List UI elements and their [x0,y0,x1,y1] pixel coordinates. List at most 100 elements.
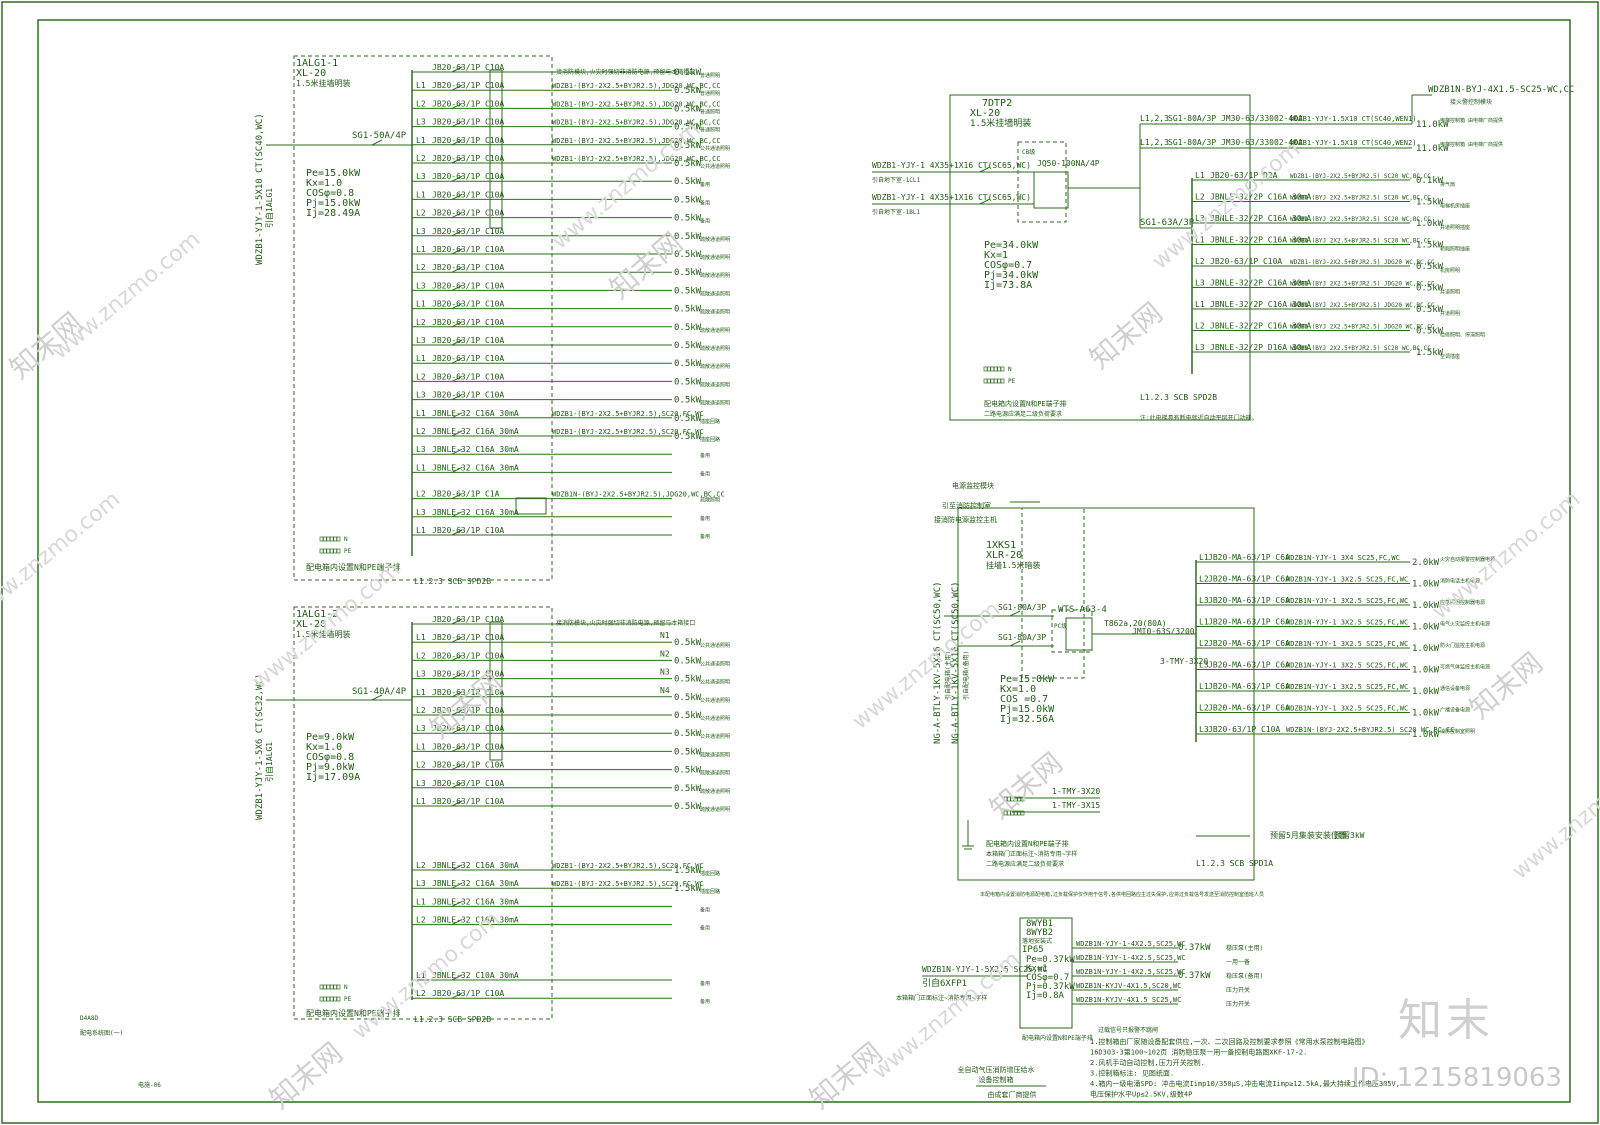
breaker-contact [451,84,463,91]
branch-cable: WDZB1-(BYJ 2X2.5+BYJR2.5) SC20 WC,BC,CC [1290,216,1431,223]
branch-breaker: JB20-63/1P C10A [432,300,504,309]
branch-use: 应急照明控制器电源 [1440,599,1485,606]
branch-cable: WDZB1N-(BYJ-2X2.5+BYJR2.5) SC20 WC,BC,CC [1286,726,1455,734]
terminal-note: 配电箱内设置N和PE端子排 [1022,1034,1093,1042]
panel-id: 8WYB2 [1026,928,1053,938]
pe-label: PE [344,548,352,555]
shunt-trip-module [489,69,503,229]
watermark-brand: 知末网 [263,1036,349,1115]
branch-cable: WDZB1N-YJY-1 3X2.5 SC25,FC,WC [1286,705,1408,713]
branch-cable: WDZB1-(BYJ-2X2.5+BYJR2.5),SC20,FC,WC [552,410,704,418]
design-note: 16D303-3第100~102页 消防稳压泵一用一备控制电路图XKF-17-2… [1090,1048,1307,1057]
breaker-contact [451,66,463,73]
pe-terminal [323,996,327,1002]
pump-cable: WDZB1N-KYJV-4X1.5,SC20,WC [1076,982,1181,990]
branch-power: 0.5kW [674,711,702,721]
branch-breaker: JB20-63/1P C10A [432,372,504,381]
cos-value: COSφ=0.8 [306,188,354,199]
watermark-site: www.znzmo.com [248,557,405,695]
branch-power: 0.5kW [674,341,702,351]
pump-use: 稳压泵(备用) [1226,972,1263,980]
phase-label: L1 [1199,618,1209,627]
kx-value: Kx=1.0 [306,178,342,189]
branch-cable: WDZB1N-YJY-1 3X2.5 SC25,FC,WC [1286,576,1408,584]
branch-breaker: JB20-63/1P C10A [432,172,504,181]
branch-use: 排气扇 [1440,181,1455,188]
incoming-cable-1: WDZB1-YJY-1 4X35+1X16 CT(SC65,WC) [872,161,1031,170]
phase-label: L3 [416,445,426,454]
pe-value: Pe=0.37kW [1026,955,1075,965]
branch-use: 公共通道照明 [700,163,730,170]
phase-label: L1 [416,688,426,697]
branch-breaker: JB20-63/1P C10A [432,209,504,218]
branch-use: 公共通道照明 [700,733,730,740]
breaker-contact [451,284,463,291]
breaker-contact [1009,610,1021,617]
branch-use: 普通照明 [700,108,720,115]
branch-power: 1.0kW [1412,580,1440,590]
n-terminal [333,984,337,990]
watermark-site: www.znzmo.com [0,487,125,625]
branch-cable: WDZB1N-YJY-1 3X2.5 SC25,FC,WC [1286,619,1408,627]
branch-cable: WDZB1N-YJY-1 3X4 SC25,FC,WC [1286,554,1400,562]
branch-breaker: JB20-63/1P C10A [1208,725,1280,734]
branch-breaker: JB20-63/1P C10A [432,706,504,715]
pj-value: Pj=15.0kW [1000,704,1055,715]
ats-class: PC级 [1054,622,1067,630]
kx-value: Kx=1 [984,250,1008,261]
pe-terminal [1003,810,1008,816]
watermark-brand: 知末网 [983,746,1069,825]
neutral-label: N1 [660,631,670,640]
branch-power: 0.5kW [674,268,702,278]
branch-use: 公共通道照明 [700,145,730,152]
kx-value: Kx=1 [1026,964,1048,974]
breaker-contact [451,654,463,661]
branch-breaker: JB20-63/1P C10A [432,526,504,535]
branch-breaker: JBNLE-32/2P D16A 30mA [1210,343,1311,352]
breaker-contact [451,303,463,310]
phase-label: L3 [416,118,426,127]
branch-use: 可燃气体监控主机电源 [1440,664,1490,671]
breaker-contact [451,466,463,473]
neutral-label: N2 [660,649,670,658]
branch-use: 备用 [700,980,710,987]
pe-terminal [1013,810,1018,816]
phase-label: L1 [416,633,426,642]
breaker-contact [451,511,463,518]
branch-power: 0.5kW [674,802,702,812]
main-breaker: SG1-40A/4P [352,687,407,697]
pe-terminal [997,378,1001,384]
panel-model: XL-20 [296,68,326,79]
branch-breaker: JBNLE-32 C16A 30mA [432,409,519,418]
branch-use: 插座回路 [700,436,720,443]
pe-terminal [323,548,327,554]
incoming-cable: WDZB1-YJY-1-5X10 CT(SC40,WC) [255,113,265,265]
breaker-contact [451,974,463,981]
ij-value: Ij=73.8A [984,280,1032,291]
phase-label: L2 [416,372,426,381]
branch-power: 0.5kW [1416,284,1444,294]
pj-value: Pj=0.37kW [1026,982,1075,992]
branch-breaker: JBNLE-32/2P C16A 30mA [1210,214,1311,223]
pe-terminal [990,378,995,384]
pump-use: 压力开关 [1226,986,1250,994]
branch-cable: WDZB1N-(BYJ-2X2.5+BYJR2.5),JDG20,WC,BC,C… [552,491,725,499]
branch-power: 0.5kW [674,86,702,96]
breaker-contact [979,166,991,173]
main-breaker: SG1-50A/4P [352,131,407,141]
branch-use: 机房照明 [1440,267,1460,274]
branch-use: 疏散通道照明 [700,363,730,370]
branch-breaker: JBNLE-32/2P C16A 30mA [1210,322,1311,331]
n-terminal [1000,366,1005,372]
phase-label: L2 [416,706,426,715]
sub-breaker: SG1-63A/3P [1140,218,1195,228]
branch-use: 普通照明 [700,90,720,97]
breaker-contact [1009,640,1021,647]
watermark-brand: 知末网 [1083,296,1169,375]
branch-power: 1.0kW [1412,730,1440,740]
n-terminal [336,536,341,542]
n-terminal [1013,796,1018,802]
phase-label: L3 [416,281,426,290]
branch-use: 疏散通道照明 [700,272,730,279]
branch-cable: WDZB1N-YJY-1 3X2.5 SC25,FC,WC [1286,597,1408,605]
